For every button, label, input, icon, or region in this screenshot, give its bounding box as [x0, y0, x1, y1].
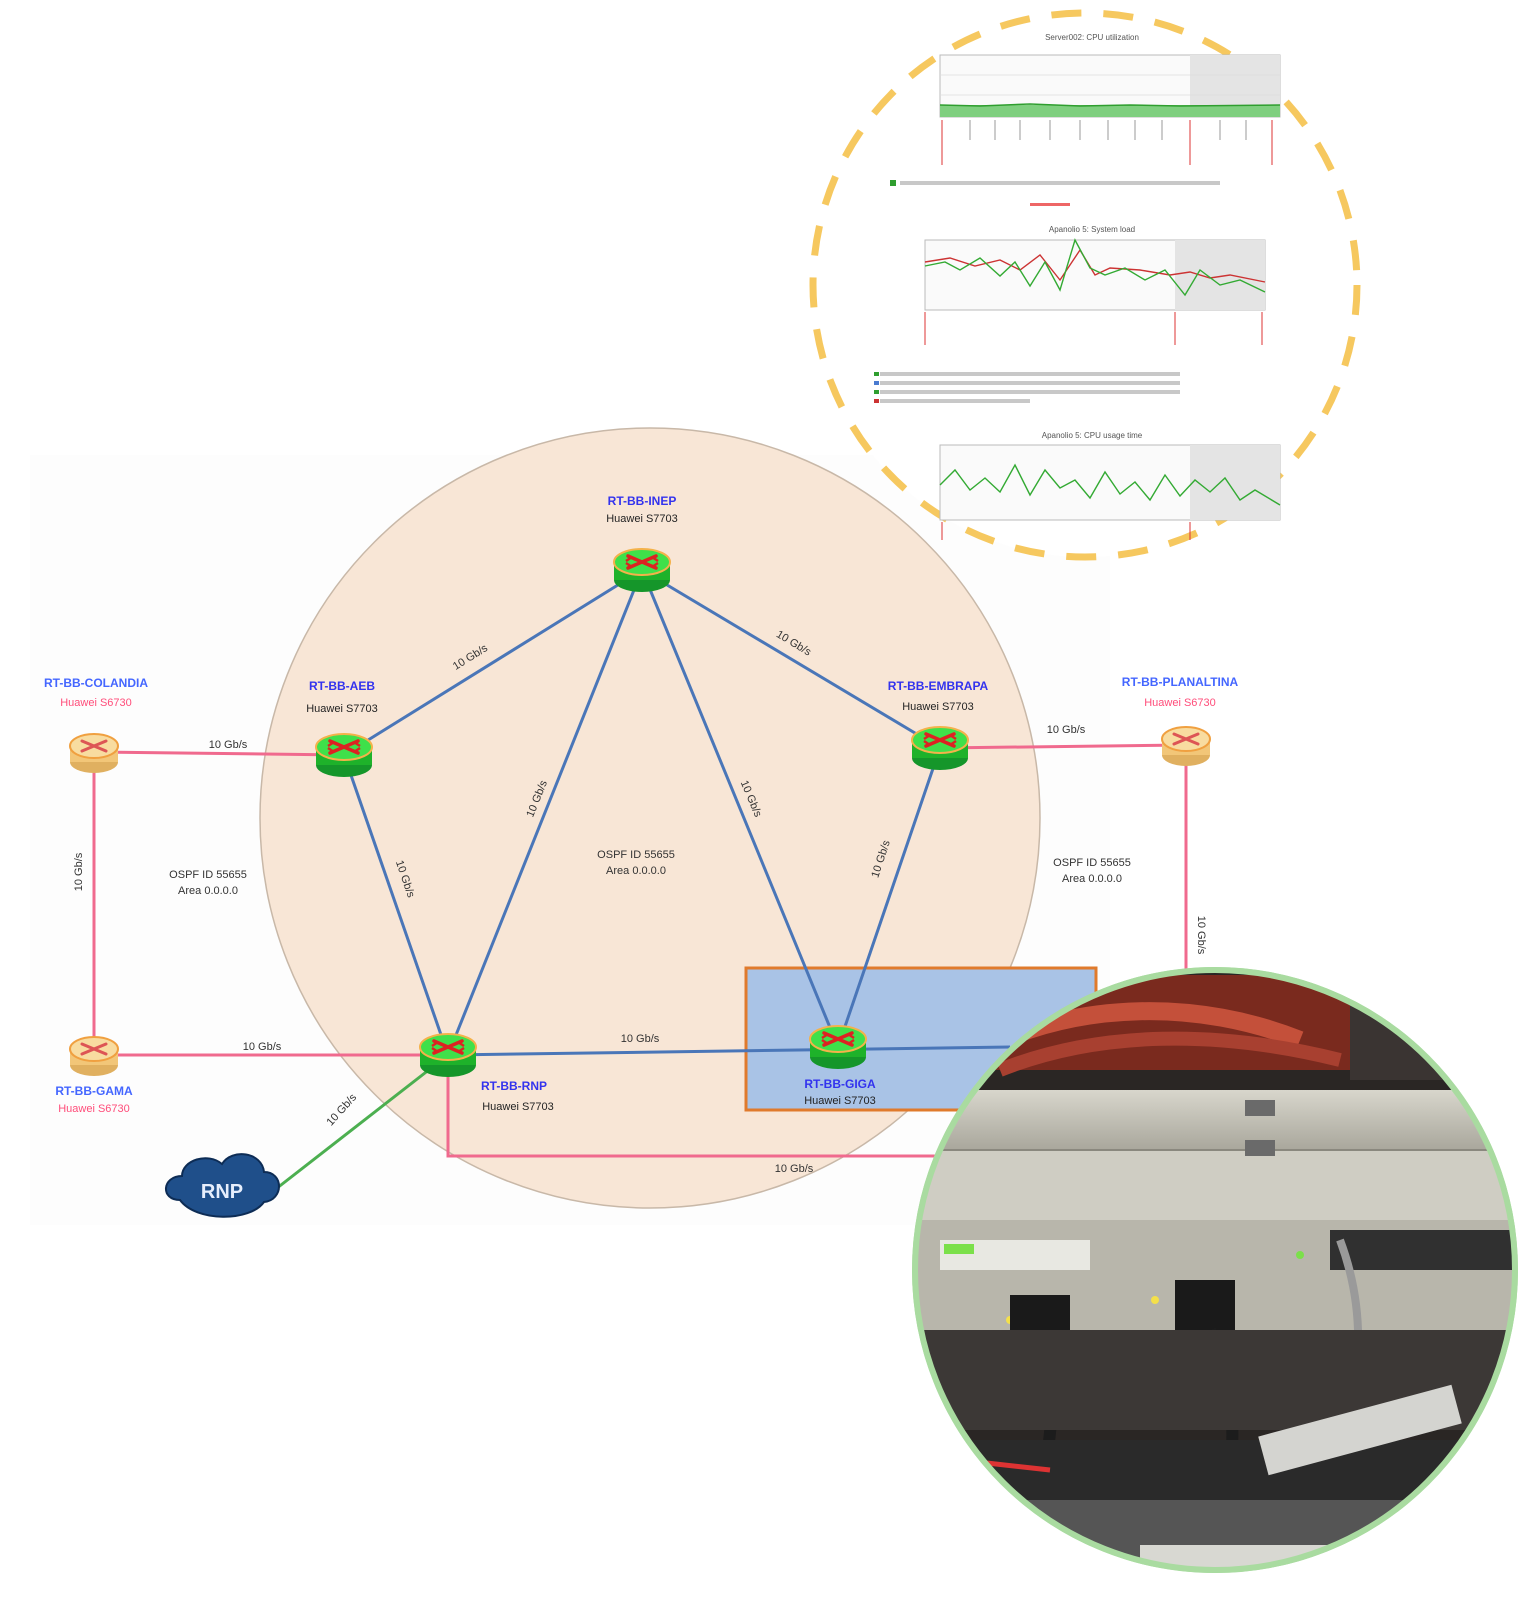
link-embrapa-planaltina	[939, 743, 1187, 750]
ospf-right-id: OSPF ID 55655	[1053, 857, 1131, 869]
link-rnp-bottom	[446, 1055, 940, 1158]
router-name-gama: RT-BB-GAMA	[55, 1084, 133, 1098]
equipment-photo	[912, 967, 1518, 1573]
ospf-label-right: OSPF ID 55655 Area 0.0.0.0	[1053, 857, 1131, 885]
monitor-chart2-title: Apanolio 5: System load	[1049, 225, 1135, 234]
router-icon-aeb	[314, 732, 374, 779]
ospf-left-id: OSPF ID 55655	[169, 869, 247, 881]
router-name-rnp: RT-BB-RNP	[481, 1079, 547, 1093]
router-icon-giga	[808, 1024, 868, 1071]
ospf-right-area: Area 0.0.0.0	[1062, 873, 1122, 885]
router-icon-gama	[68, 1035, 120, 1078]
ospf-left-area: Area 0.0.0.0	[178, 885, 238, 897]
link-label-colandia-gama: 10 Gb/s	[73, 852, 85, 891]
monitor-chart1-title: Server002: CPU utilization	[1045, 33, 1139, 42]
router-model-planaltina: Huawei S6730	[1144, 697, 1216, 709]
router-model-colandia: Huawei S6730	[60, 697, 132, 709]
router-model-embrapa: Huawei S7703	[902, 701, 974, 713]
link-label-planaltina-down: 10 Gb/s	[1195, 916, 1207, 955]
monitor-chart-cpu-usage-time: Apanolio 5: CPU usage time	[939, 431, 1281, 540]
router-icon-embrapa	[910, 725, 970, 772]
router-model-gama: Huawei S6730	[58, 1103, 130, 1115]
router-model-inep: Huawei S7703	[606, 513, 678, 525]
link-inep-embrapa	[641, 568, 941, 750]
link-inep-giga	[640, 569, 840, 1048]
link-inep-aeb	[343, 568, 643, 757]
router-icon-inep	[612, 547, 672, 594]
link-label-colandia-aeb: 10 Gb/s	[209, 739, 248, 751]
ospf-label-left: OSPF ID 55655 Area 0.0.0.0	[169, 869, 247, 897]
link-embrapa-giga	[836, 747, 942, 1048]
monitor-chart-system-load: Apanolio 5: System load	[874, 225, 1266, 403]
ospf-label-core: OSPF ID 55655 Area 0.0.0.0	[597, 849, 675, 877]
monitoring-graphs: Server002: CPU utilization Apanolio 5: S…	[809, 9, 1361, 561]
edge-links	[92, 743, 1188, 1158]
router-icon-planaltina	[1160, 725, 1212, 768]
monitor-chart-cpu-utilization: Server002: CPU utilization	[890, 33, 1281, 206]
ospf-core-area-label: Area 0.0.0.0	[606, 865, 666, 877]
cloud-label: RNP	[201, 1181, 243, 1203]
link-colandia-aeb	[93, 750, 345, 757]
link-label-embrapa-planaltina: 10 Gb/s	[1047, 724, 1086, 736]
link-rnp-giga	[447, 1045, 1011, 1057]
cloud-icon: RNP	[165, 1153, 280, 1218]
link-label-rnp-bottom: 10 Gb/s	[775, 1163, 814, 1175]
router-model-aeb: Huawei S7703	[306, 703, 378, 715]
router-name-aeb: RT-BB-AEB	[309, 679, 375, 693]
router-name-embrapa: RT-BB-EMBRAPA	[888, 679, 989, 693]
router-name-colandia: RT-BB-COLANDIA	[44, 676, 148, 690]
link-label-rnp-giga: 10 Gb/s	[621, 1033, 660, 1045]
router-icon-rnp	[418, 1032, 478, 1079]
ospf-core-id: OSPF ID 55655	[597, 849, 675, 861]
link-aeb-rnp	[342, 754, 450, 1056]
router-name-inep: RT-BB-INEP	[608, 494, 677, 508]
link-inep-rnp	[446, 569, 644, 1056]
link-rnp-cloud	[271, 1053, 449, 1194]
monitor-chart3-title: Apanolio 5: CPU usage time	[1042, 431, 1143, 440]
link-label-gama-rnp: 10 Gb/s	[243, 1041, 282, 1053]
core-links	[342, 568, 1011, 1057]
router-model-rnp: Huawei S7703	[482, 1101, 554, 1113]
router-model-giga: Huawei S7703	[804, 1095, 876, 1107]
router-icon-colandia	[68, 732, 120, 775]
router-name-giga: RT-BB-GIGA	[804, 1077, 876, 1091]
router-name-planaltina: RT-BB-PLANALTINA	[1122, 675, 1239, 689]
